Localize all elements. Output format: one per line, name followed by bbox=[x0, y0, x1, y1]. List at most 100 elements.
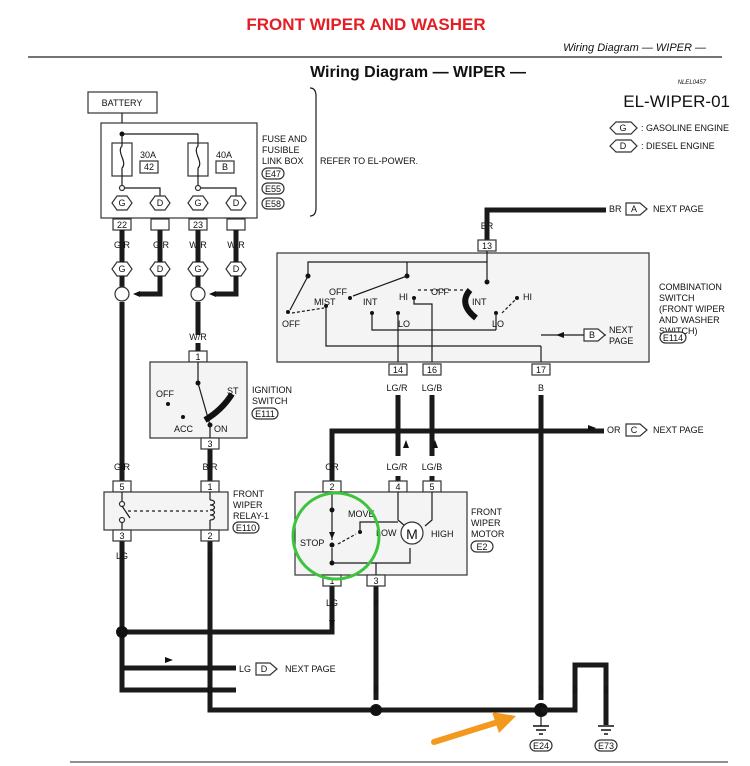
fuse-30a-icon bbox=[119, 134, 125, 182]
next-a-key: A bbox=[631, 204, 637, 214]
fuse-box-label-1: FUSE AND bbox=[262, 134, 308, 144]
fuse-engine-marks: G D G D bbox=[111, 195, 247, 211]
next-d-wire: LG bbox=[239, 664, 251, 674]
combo-label-5: SWITCH) bbox=[659, 326, 698, 336]
wire-b-bottom-5: B bbox=[603, 685, 609, 695]
next-c-badge bbox=[625, 423, 648, 437]
wire-b-top: B bbox=[538, 383, 544, 393]
pin-d2-box bbox=[226, 218, 246, 231]
wire-gr-relay: G/R bbox=[114, 462, 131, 472]
diagram-title: Wiring Diagram — WIPER — bbox=[310, 64, 526, 81]
wire-b-bottom-1: B bbox=[207, 685, 213, 695]
combo-pin-13: 13 bbox=[482, 241, 492, 251]
ground-e24: E24 bbox=[533, 741, 549, 751]
sel-mark-d1 bbox=[149, 261, 171, 277]
fuse-40a-num: B bbox=[222, 162, 228, 172]
combo-hi-2: HI bbox=[523, 292, 532, 302]
relay-pin-3-box bbox=[112, 529, 132, 542]
motor-low: LOW bbox=[376, 528, 397, 538]
motor-pin-5: 5 bbox=[429, 482, 434, 492]
motor-conn: E2 bbox=[476, 542, 487, 552]
legend-gasoline-key: G bbox=[619, 123, 626, 133]
ign-conn: E111 bbox=[255, 409, 275, 419]
wire-lgr-motor: LG/R bbox=[386, 462, 408, 472]
sel-mark-g1-text: G bbox=[118, 264, 125, 274]
ground-e24-icon bbox=[533, 717, 549, 735]
next-b-text-2: PAGE bbox=[609, 336, 633, 346]
fuse-box-refer: REFER TO EL-POWER. bbox=[320, 156, 418, 166]
relay-internals bbox=[118, 492, 216, 530]
fuse-conn-e47-badge bbox=[261, 167, 285, 180]
ign-acc: ACC bbox=[174, 424, 194, 434]
legend-diesel-key: D bbox=[620, 141, 627, 151]
relay-label-1: FRONT bbox=[233, 489, 264, 499]
motor-box bbox=[294, 491, 468, 576]
next-b-key: B bbox=[589, 330, 595, 340]
legend-gasoline-text: : GASOLINE ENGINE bbox=[641, 123, 729, 133]
relay-pin-2-box bbox=[200, 529, 220, 542]
combo-label-3: (FRONT WIPER bbox=[659, 304, 725, 314]
fuse-40a-node bbox=[194, 184, 202, 192]
fuse-mark-g1 bbox=[111, 195, 133, 211]
sel-mark-g1 bbox=[111, 261, 133, 277]
fuse-conn-e55-badge bbox=[261, 182, 285, 195]
fuse-mark-g2 bbox=[187, 195, 209, 211]
motor-pin-3: 3 bbox=[373, 576, 378, 586]
ign-conn-badge bbox=[251, 407, 279, 420]
wire-b-motor: B bbox=[373, 598, 379, 608]
fuse-mark-d1 bbox=[149, 195, 171, 211]
next-a-text: NEXT PAGE bbox=[653, 204, 704, 214]
relay-pin-5: 5 bbox=[119, 482, 124, 492]
combo-pin-14-box bbox=[388, 363, 408, 376]
motor-label-1: FRONT bbox=[471, 507, 502, 517]
fuse-mark-d2-text: D bbox=[233, 198, 240, 208]
relay-pin-3: 3 bbox=[119, 531, 124, 541]
sel-mark-g2 bbox=[187, 261, 209, 277]
combo-int-2: INT bbox=[472, 297, 487, 307]
ign-off: OFF bbox=[156, 389, 174, 399]
next-c-text: NEXT PAGE bbox=[653, 425, 704, 435]
selector-arrow-2 bbox=[209, 291, 216, 297]
ign-pin-in: 1 bbox=[195, 352, 200, 362]
orange-pointer-arrow bbox=[431, 712, 516, 745]
combo-mist: MIST bbox=[314, 297, 336, 307]
next-d-text: NEXT PAGE bbox=[285, 664, 336, 674]
combo-internals bbox=[286, 251, 606, 362]
combo-pin-17-box bbox=[531, 363, 551, 376]
wire-br-relay: B/R bbox=[202, 462, 218, 472]
motor-stop: STOP bbox=[300, 538, 324, 548]
next-b-badge bbox=[583, 328, 606, 342]
page-title: FRONT WIPER AND WASHER bbox=[246, 15, 485, 34]
wire-wr-ign: W/R bbox=[189, 332, 207, 342]
fuse-40a-num-box bbox=[215, 160, 235, 174]
legend-diesel-badge bbox=[609, 139, 638, 153]
fuse-conn-e55: E55 bbox=[265, 184, 281, 194]
pin-23: 23 bbox=[193, 220, 203, 230]
highlight-circle bbox=[291, 491, 381, 581]
combo-off-3: OFF bbox=[431, 287, 449, 297]
fuse-conn-e58: E58 bbox=[265, 199, 281, 209]
motor-internals bbox=[329, 492, 433, 575]
ground-e73-badge bbox=[594, 739, 618, 752]
combo-conn: E114 bbox=[663, 333, 683, 343]
sel-mark-d2-text: D bbox=[233, 264, 240, 274]
ign-label-1: IGNITION bbox=[252, 385, 292, 395]
fuse-conn-e47: E47 bbox=[265, 169, 281, 179]
ground-e73: E73 bbox=[598, 741, 614, 751]
wire-lgr-top: LG/R bbox=[386, 383, 408, 393]
fuse-conn-e58-badge bbox=[261, 197, 285, 210]
fuse-box-connectors: E47 E55 E58 bbox=[261, 167, 285, 210]
wire-br-to-a bbox=[484, 207, 606, 240]
diagram-code: EL-WIPER-01 bbox=[623, 92, 730, 111]
legend: G : GASOLINE ENGINE D : DIESEL ENGINE bbox=[609, 121, 729, 153]
fuse-box-label-2: FUSIBLE bbox=[262, 145, 300, 155]
fuse-30a-num: 42 bbox=[144, 162, 154, 172]
fuse-40a-amp: 40A bbox=[216, 150, 232, 160]
relay-pin-2: 2 bbox=[207, 531, 212, 541]
selector-joint-g1 bbox=[114, 286, 130, 302]
combo-pin-17: 17 bbox=[536, 365, 546, 375]
running-header: Wiring Diagram — WIPER — bbox=[563, 42, 707, 54]
next-d-badge bbox=[255, 662, 278, 676]
ign-st: ST bbox=[227, 386, 239, 396]
